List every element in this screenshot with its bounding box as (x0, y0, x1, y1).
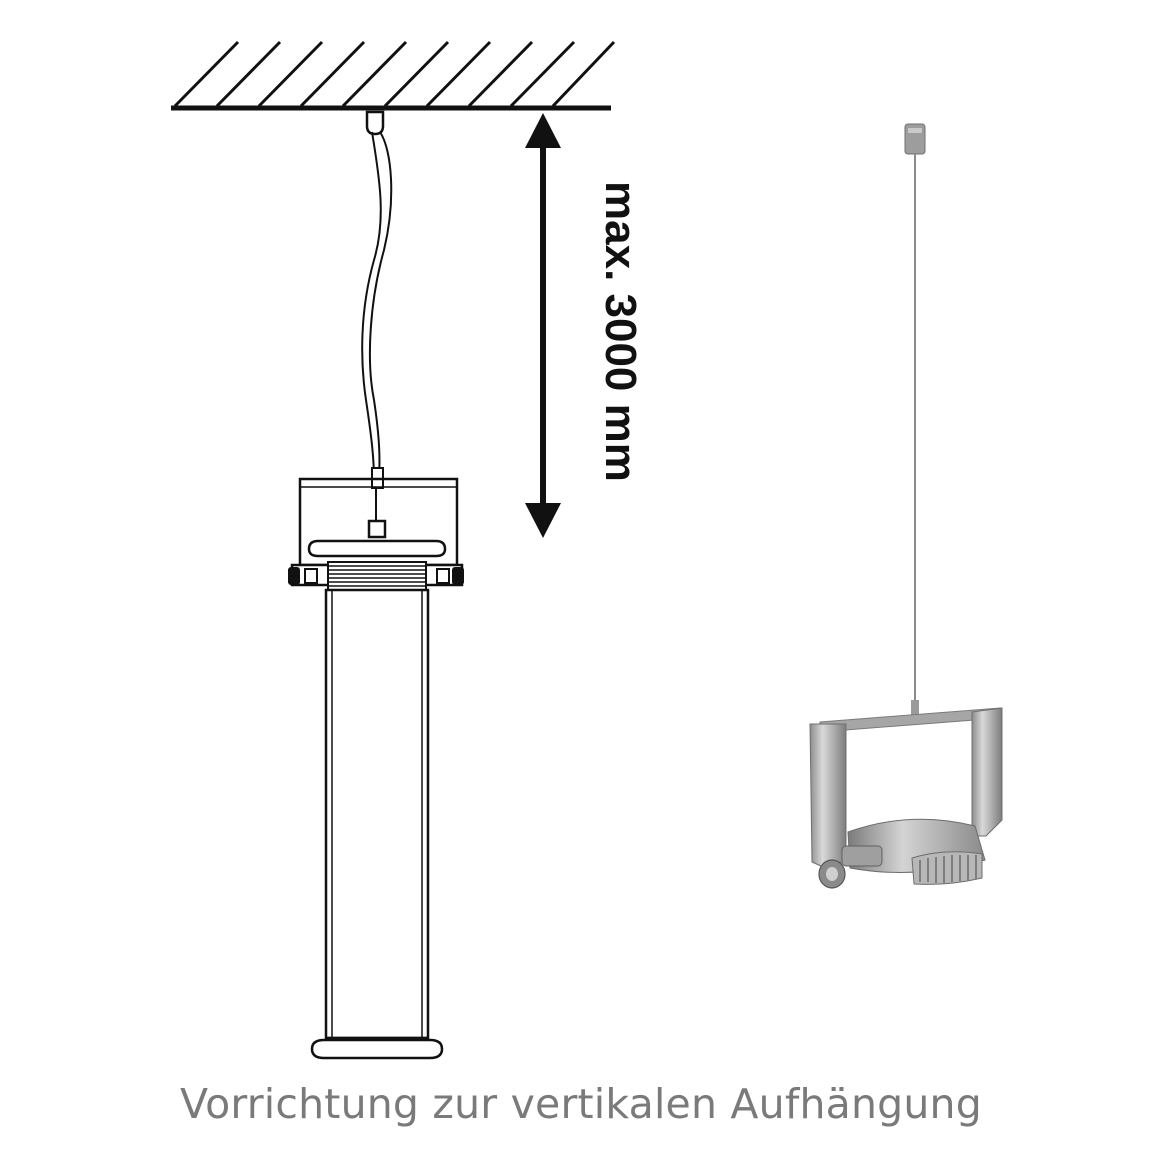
ceiling-anchor (365, 110, 385, 136)
dimension-label: max. 3000 mm (596, 181, 645, 482)
dimension-arrow (525, 113, 561, 538)
clamp-band (288, 561, 464, 591)
pipe-collar (307, 539, 447, 558)
ceiling (171, 40, 616, 111)
suspension-cable (361, 131, 393, 481)
pipe-end-cap (310, 1036, 444, 1060)
hanging-bracket-photo (809, 123, 1003, 889)
diagram-caption: Vorrichtung zur vertikalen Aufhängung (180, 1080, 982, 1128)
pipe-body (324, 588, 430, 1040)
